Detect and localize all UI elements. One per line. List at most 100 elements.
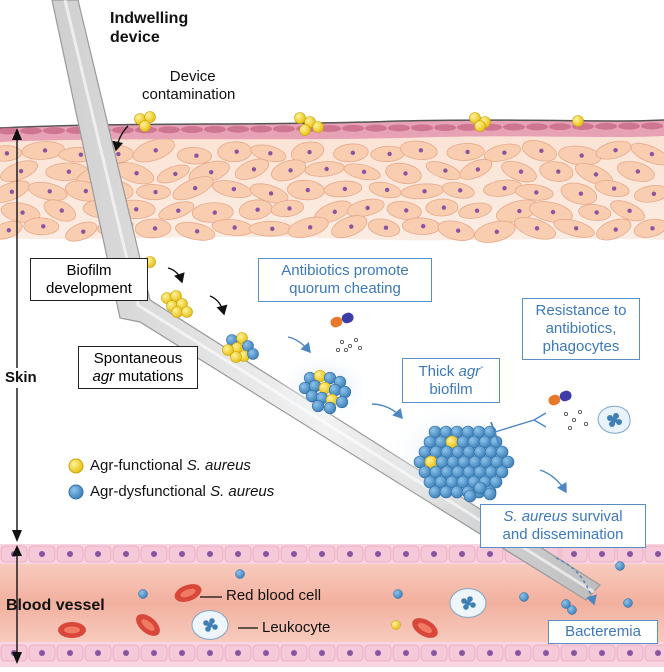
skin-cell-nucleus [152,226,158,231]
endothelial-nucleus [291,650,297,656]
skin-cell-nucleus [270,226,275,231]
agr-dysfunctional-cell [311,399,325,413]
skin-cell-nucleus [287,206,292,211]
agr-functional-cell [299,124,311,136]
epidermal-cell [319,124,341,132]
skin-cell-nucleus [579,153,584,158]
drug-particle [353,337,358,342]
endothelial-nucleus [515,650,521,656]
blood-bacterium [623,598,633,608]
skin-cell-nucleus [342,186,348,192]
agr-functional-cell [222,344,234,356]
skin-cell-nucleus [465,149,470,155]
spontaneous-line1: Spontaneous [93,350,183,367]
skin-cell-nucleus [234,149,239,154]
endothelial-nucleus [263,551,269,557]
skin-cell-nucleus [418,148,424,153]
epidermal-cells [0,122,663,135]
endothelial-nucleus [403,551,409,557]
skin-cell-nucleus [78,152,84,157]
endothelial-nucleus [319,650,325,656]
skin-cell-nucleus [361,169,367,175]
endothelial-nucleus [347,551,353,557]
epidermal-cell [388,124,410,132]
contamination-line1: Device [169,68,216,85]
rbc-label: Red blood cell [226,587,322,604]
skin-cell-nucleus [305,187,310,193]
blood-contents [58,561,633,640]
agr-dysfunctional-cell [450,485,464,499]
resistance-line3: phagocytes [542,338,620,355]
antibiotics-cheating-box: Antibiotics promote quorum cheating [258,258,432,302]
legend-species-agr-functional: S. aureus [186,457,251,474]
endothelial-nucleus [655,551,661,557]
mutations-text: mutations [114,367,184,385]
endothelial-nucleus [263,650,269,656]
endothelial-nucleus [39,650,45,656]
epidermal-cell [549,123,571,131]
skin-cell-nucleus [18,168,24,174]
skin-cell-nucleus [134,207,139,212]
skin-cell-nucleus [324,166,329,172]
drug-particle [584,421,589,426]
endothelial-nucleus [67,551,73,557]
agr-dysfunctional-cell [473,481,487,495]
agr-dysfunctional-cell [439,485,453,499]
skin-cell-nucleus [153,148,158,153]
endothelial-nucleus [571,650,577,656]
thick-text: Thick [418,363,459,380]
endothelial-nucleus [235,551,241,557]
epidermal-cell [43,127,65,135]
drug-particle [578,409,583,414]
spontaneous-mutations-box: Spontaneous agr mutations [78,346,198,390]
skin-cell-nucleus [232,225,237,230]
agr-dysfunctional-cell [305,389,319,403]
antibiotics-line1: Antibiotics promote [281,262,409,279]
contamination-line2: contamination [142,85,236,103]
endothelial-nucleus [95,650,101,656]
blood-bacterium [391,620,401,630]
drug-particle [357,345,362,350]
device-label: Indwelling device [110,10,188,48]
endothelial-nucleus [459,650,465,656]
skin-cell-nucleus [116,151,121,157]
skin-cell-nucleus [443,168,448,173]
skin-cell-nucleus [81,229,86,234]
endothelial-nucleus [179,650,185,656]
skin-cell-nucleus [517,208,522,214]
skin-cell-nucleus [6,228,12,233]
epidermal-cell [526,123,548,131]
skin-cell-nucleus [47,189,52,194]
skin-cell-nucleus [403,171,408,176]
thick-biofilm-arrow [371,403,403,420]
drug-particle [572,417,577,422]
bacteremia-box: Bacteremia [548,620,658,644]
legend-swatch-agr-functional [68,458,84,474]
skin-cell-nucleus [594,210,599,215]
endothelial-nucleus [67,650,73,656]
skin-cell-nucleus [9,189,15,195]
endothelial-nucleus [151,650,157,656]
skin-cell-nucleus [420,223,426,229]
skin-cell-nucleus [365,205,370,211]
pill-half [330,316,343,328]
endothelial-nucleus [487,551,493,557]
skin-cell-nucleus [194,229,200,234]
epidermal-cell [641,122,663,130]
skin-cell-nucleus [255,207,260,212]
endothelial-nucleus [487,650,493,656]
red-blood-cell-center [417,622,433,634]
endothelial-nucleus [39,551,45,557]
agr-functional-cell [230,351,242,363]
agr-functional-cell [474,120,486,132]
skin-cell-nucleus [613,147,618,153]
leukocyte-label: Leukocyte [262,619,331,636]
skin-cell-nucleus [268,151,273,156]
endothelial-nucleus [207,551,213,557]
endothelial-nucleus [207,650,213,656]
pill-icon [330,312,354,328]
biofilm-development-box: Biofilm development [30,258,148,302]
agr-functional-cell [181,306,193,318]
